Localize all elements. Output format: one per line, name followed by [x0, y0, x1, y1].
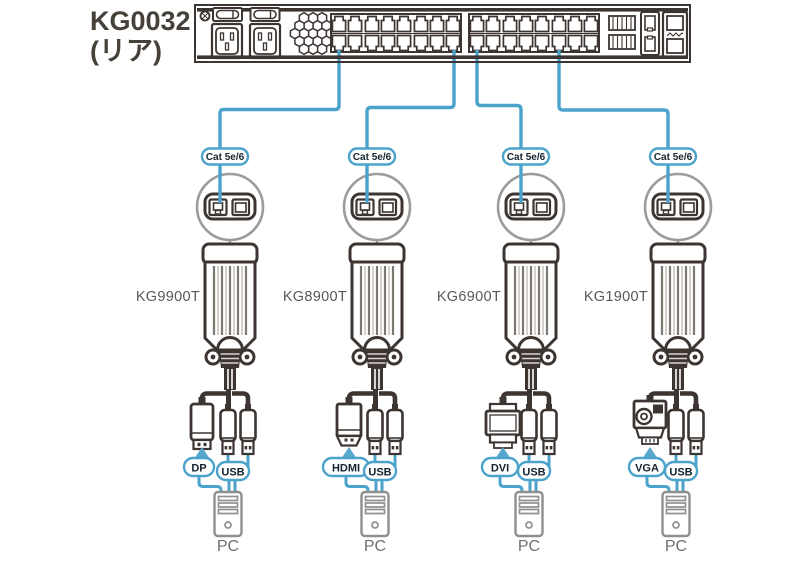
transmitter-model-label: KG1900T: [584, 289, 648, 305]
cat-cable-label: [648, 147, 698, 166]
usb-connector-icon: [687, 402, 705, 456]
rj45-zoom-bubble: [195, 172, 265, 252]
power-inlet-icon: [210, 22, 244, 60]
pc-tower: [213, 490, 243, 538]
video-to-pc-line: [498, 474, 524, 497]
usb-connector-icon: [667, 402, 685, 456]
pc-tower: [661, 490, 691, 538]
pc-label: PC: [665, 538, 687, 555]
kg9900t-group: Cat 5e/6 KG9900T DP USB PC: [136, 147, 257, 555]
transmitter-body: [202, 244, 257, 407]
video-to-pc-line: [197, 474, 223, 497]
cat-cable-label: [200, 147, 250, 166]
grounding-screw-icon: [199, 10, 211, 22]
kg6900t-group: Cat 5e/6 KG6900T DVI USB PC: [437, 147, 558, 555]
kg8900t-group: Cat 5e/6 KG8900T HDMI USB PC: [283, 147, 404, 555]
dvi-connector-icon: [484, 395, 522, 450]
usb-connector-icon: [540, 402, 558, 456]
page-title-note: (リア): [90, 36, 162, 66]
usb-connector-icon: [386, 402, 404, 456]
dip-switch-icon: [608, 15, 636, 50]
transmitter-model-label: KG8900T: [283, 289, 347, 305]
video-label-pill: [182, 456, 216, 478]
rj45-port-grid: [468, 13, 600, 53]
usb-connector-icon: [219, 402, 237, 456]
usb-label-pill: [215, 460, 251, 482]
kg0032-rear-panel: [194, 4, 691, 63]
cat-cable-2: [365, 50, 456, 203]
video-label-text: VGA: [635, 463, 659, 475]
kg1900t-group: Cat 5e/6 KG1900T VGA USB PC: [584, 147, 705, 555]
page-title-model: KG0032: [90, 6, 191, 36]
rj45-zoom-bubble: [496, 172, 566, 252]
transmitter-model-label: KG9900T: [136, 289, 200, 305]
usb-connector-icon: [366, 402, 384, 456]
usb-label-pill: [362, 460, 398, 482]
video-label-text: DVI: [491, 463, 509, 475]
rj45-port-grid: [330, 13, 462, 53]
cat-cable-4: [557, 50, 670, 203]
usb-label-pill: [663, 460, 699, 482]
dp-connector-icon: [189, 395, 215, 451]
usb-label-text: USB: [368, 467, 391, 479]
pc-tower: [514, 490, 544, 538]
rj45-zoom-bubble: [643, 172, 713, 252]
usb-connector-icon: [520, 402, 538, 456]
pc-tower: [360, 490, 390, 538]
vga-connector-icon: [632, 393, 668, 446]
usb-connector-icon: [239, 402, 257, 456]
pc-label: PC: [364, 538, 386, 555]
rj45-zoom-bubble: [342, 172, 412, 252]
pc-label: PC: [518, 538, 540, 555]
video-to-pc-line: [344, 474, 370, 497]
transmitter-body: [503, 244, 558, 407]
cat-cable-label: [347, 147, 397, 166]
cat-cable-label-text: Cat 5e/6: [206, 152, 245, 163]
video-label-text: HDMI: [332, 463, 360, 475]
power-switch-icon: [212, 7, 243, 22]
video-to-pc-line: [645, 474, 671, 497]
hdmi-connector-icon: [335, 395, 363, 447]
pc-label: PC: [217, 538, 239, 555]
usb-label-pill: [516, 460, 552, 482]
cat-cable-label-text: Cat 5e/6: [507, 152, 546, 163]
cat-cable-1: [218, 50, 341, 203]
usb-label-text: USB: [522, 467, 545, 479]
cat-cable-label-text: Cat 5e/6: [654, 152, 693, 163]
transmitter-model-label: KG6900T: [437, 289, 501, 305]
usb-label-text: USB: [221, 467, 244, 479]
vertical-rj45-ports-icon: [640, 11, 660, 56]
usb-label-text: USB: [669, 467, 692, 479]
cat-cable-label: [501, 147, 551, 166]
transmitter-body: [650, 244, 705, 407]
stacked-square-ports-icon: [661, 10, 689, 59]
cat-cable-label-text: Cat 5e/6: [353, 152, 392, 163]
power-inlet-icon: [248, 22, 282, 60]
video-label-text: DP: [191, 463, 206, 475]
transmitter-body: [349, 244, 404, 407]
cat-cable-3: [475, 50, 523, 203]
power-switch-icon: [249, 7, 281, 22]
